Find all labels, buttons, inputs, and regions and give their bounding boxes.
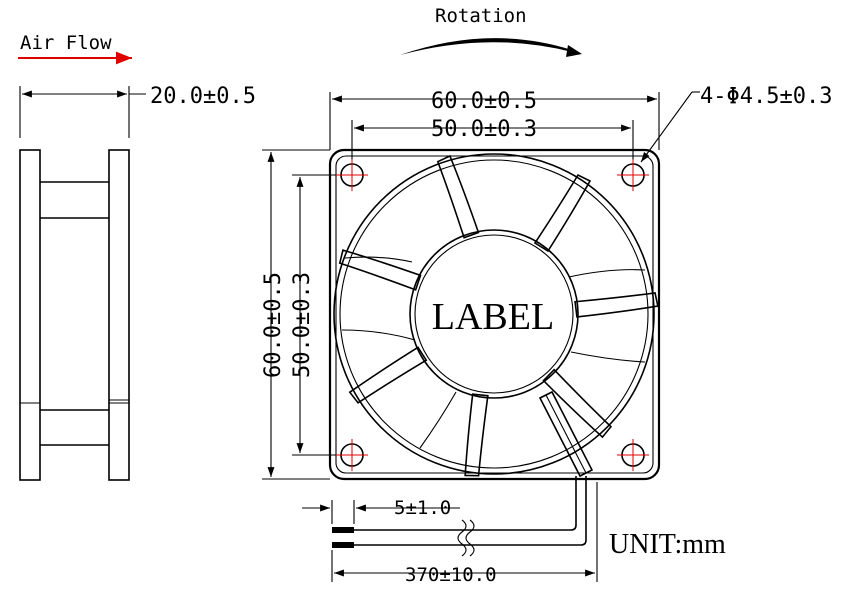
fan-blades	[338, 154, 659, 477]
width-pitch-label: 50.0±0.3	[431, 117, 537, 142]
unit-label: UNIT:mm	[609, 529, 726, 560]
holes-label: 4-Φ4.5±0.3	[700, 84, 832, 109]
strip-length-label: 5±1.0	[394, 497, 451, 519]
side-view: 20.0±0.5	[19, 84, 256, 481]
height-outer-label: 60.0±0.5	[261, 272, 286, 378]
venturi-outer-ring	[333, 153, 655, 475]
front-dimensions: 60.0±0.5 50.0±0.3 4-Φ4.5±0.3 60.0±0.5 50…	[261, 84, 832, 480]
mounting-hole-bottom-left	[336, 439, 368, 471]
lead-length-dimension: 370±10.0	[331, 482, 598, 586]
fan-front-view: LABEL	[328, 148, 661, 481]
fan-hub	[409, 229, 579, 399]
mounting-hole-top-right	[617, 159, 649, 191]
lead-length-label: 370±10.0	[405, 564, 497, 586]
side-flange-left	[19, 149, 41, 481]
strip-dimension: 5±1.0	[302, 497, 460, 524]
side-flange-right	[108, 149, 130, 481]
rotation-arrow	[400, 38, 579, 55]
fan-frame	[328, 148, 661, 481]
depth-dimension-label: 20.0±0.5	[150, 84, 256, 109]
height-pitch-label: 50.0±0.3	[290, 272, 315, 378]
width-outer-label: 60.0±0.5	[431, 89, 537, 114]
wire-channel	[538, 390, 594, 478]
rotation-label: Rotation	[435, 5, 527, 27]
mounting-hole-top-left	[336, 159, 368, 191]
air-flow-label: Air Flow	[20, 32, 112, 54]
lead-wires	[332, 476, 587, 557]
wire-end-top	[332, 527, 354, 533]
mounting-hole-bottom-right	[617, 439, 649, 471]
wire-end-bottom	[332, 542, 354, 548]
hub-label: LABEL	[432, 296, 554, 338]
wire-break-mark	[457, 519, 467, 557]
